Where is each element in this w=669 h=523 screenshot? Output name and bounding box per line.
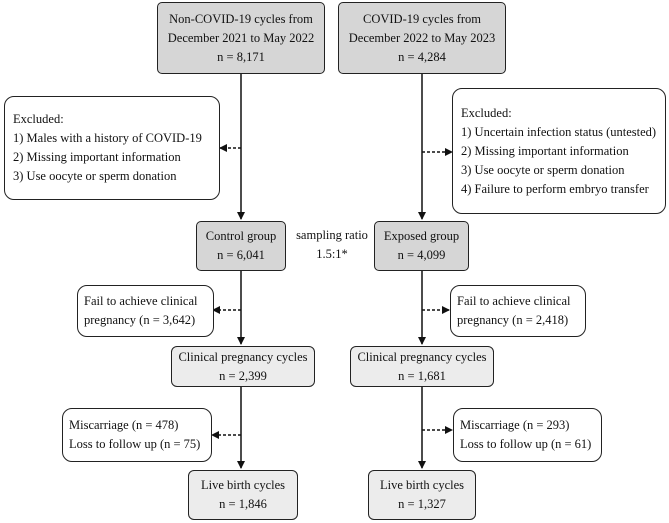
box-left-fail-pregnancy: Fail to achieve clinical pregnancy (n = … [77, 285, 214, 337]
right-fail-line2: pregnancy (n = 2,418) [457, 313, 569, 327]
right-live-count: n = 1,327 [398, 497, 446, 511]
box-right-excluded: Excluded: 1) Uncertain infection status … [452, 88, 666, 214]
right-excluded-item: 4) Failure to perform embryo transfer [461, 181, 649, 196]
box-covid-cycles: COVID-19 cycles from December 2022 to Ma… [338, 2, 506, 74]
exposed-group-label: Exposed group [383, 229, 460, 243]
sampling-ratio-label: sampling ratio [296, 228, 368, 242]
right-clinical-count: n = 1,681 [398, 368, 446, 383]
non-covid-count: n = 8,171 [217, 49, 265, 64]
box-left-miscarriage: Miscarriage (n = 478) Loss to follow up … [62, 408, 212, 462]
covid-count: n = 4,284 [398, 49, 446, 64]
sampling-ratio-value: 1.5:1* [316, 247, 348, 261]
left-live-label: Live birth cycles [201, 478, 285, 492]
left-clinical-count: n = 2,399 [219, 368, 267, 383]
box-left-excluded: Excluded: 1) Males with a history of COV… [4, 96, 220, 200]
right-excluded-item: 3) Use oocyte or sperm donation [461, 162, 625, 177]
left-excluded-item: 1) Males with a history of COVID-19 [13, 131, 202, 145]
non-covid-line1: Non-COVID-19 cycles from [169, 11, 313, 26]
left-excluded-title: Excluded: [13, 112, 64, 126]
left-fail-line1: Fail to achieve clinical [84, 294, 198, 308]
box-right-clinical-pregnancy: Clinical pregnancy cycles n = 1,681 [350, 346, 494, 387]
covid-line2: December 2022 to May 2023 [348, 30, 496, 45]
box-left-live-birth: Live birth cycles n = 1,846 [188, 470, 298, 520]
control-group-label: Control group [205, 229, 277, 243]
left-excluded-item: 2) Missing important information [13, 150, 181, 164]
exposed-group-count: n = 4,099 [397, 248, 446, 262]
box-right-live-birth: Live birth cycles n = 1,327 [368, 470, 476, 520]
box-non-covid-cycles: Non-COVID-19 cycles from December 2021 t… [157, 2, 325, 74]
right-excluded-item: 1) Uncertain infection status (untested) [461, 124, 657, 139]
right-fail-line1: Fail to achieve clinical [457, 294, 571, 308]
right-live-label: Live birth cycles [380, 478, 464, 492]
sampling-ratio-note: sampling ratio 1.5:1* [288, 226, 376, 264]
left-miscarriage-line1: Miscarriage (n = 478) [69, 418, 179, 432]
right-miscarriage-line1: Miscarriage (n = 293) [460, 418, 570, 432]
left-loss-line2: Loss to follow up (n = 75) [69, 437, 201, 451]
left-live-count: n = 1,846 [219, 497, 267, 511]
non-covid-line2: December 2021 to May 2022 [167, 30, 315, 45]
box-exposed-group: Exposed group n = 4,099 [374, 221, 469, 271]
box-left-clinical-pregnancy: Clinical pregnancy cycles n = 2,399 [171, 346, 315, 387]
right-excluded-item: 2) Missing important information [461, 143, 629, 158]
left-clinical-label: Clinical pregnancy cycles [178, 349, 308, 364]
right-clinical-label: Clinical pregnancy cycles [357, 349, 487, 364]
right-loss-line2: Loss to follow up (n = 61) [460, 437, 592, 451]
covid-line1: COVID-19 cycles from [362, 11, 482, 26]
left-excluded-item: 3) Use oocyte or sperm donation [13, 169, 177, 183]
box-right-fail-pregnancy: Fail to achieve clinical pregnancy (n = … [450, 285, 586, 337]
box-right-miscarriage: Miscarriage (n = 293) Loss to follow up … [453, 408, 602, 462]
box-control-group: Control group n = 6,041 [196, 221, 286, 271]
control-group-count: n = 6,041 [217, 248, 265, 262]
left-fail-line2: pregnancy (n = 3,642) [84, 313, 196, 327]
right-excluded-title: Excluded: [461, 105, 512, 120]
